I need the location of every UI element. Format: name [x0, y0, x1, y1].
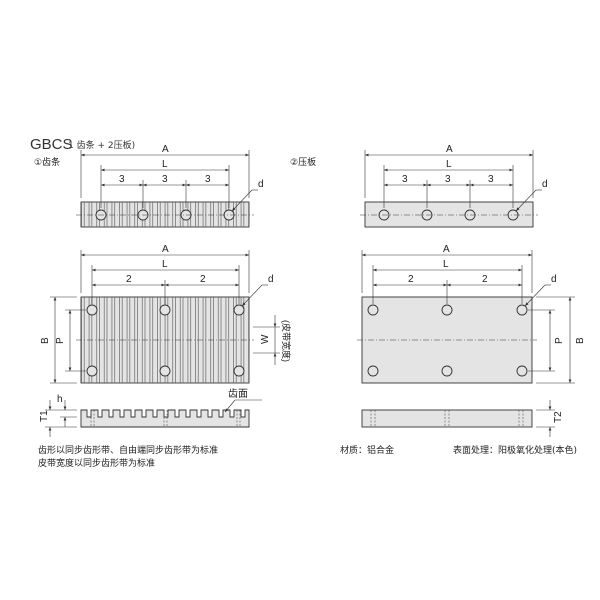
- clamp-plan-view: [357, 296, 537, 384]
- rack-top-pitch-label: 3: [162, 174, 168, 185]
- clamp-plan-holes: [367, 304, 528, 377]
- clamp-top-l-label: L: [446, 159, 452, 170]
- rack-top-d-label: d: [258, 179, 264, 190]
- rack-plan-a-label: A: [162, 244, 169, 255]
- clamp-top-pitch-label: 3: [488, 174, 494, 185]
- rack-side-view: [80, 409, 250, 428]
- product-code: GBCS: [30, 136, 73, 153]
- rack-plan-w-label: W: [260, 334, 271, 344]
- clamp-plan-pitch-label: 2: [408, 274, 414, 285]
- clamp-plan-b-label: B: [575, 337, 586, 344]
- clamp-top-a-label: A: [446, 144, 453, 155]
- clamp-plan-l-label: L: [443, 259, 449, 270]
- rack-plan-holes: [86, 304, 245, 377]
- rack-plan-pitch-label: 2: [126, 274, 132, 285]
- note-tooth-profile: 齿形以同步齿形带、自由端同步齿形带为标准: [38, 446, 219, 456]
- tooth-face-label: 齿面: [228, 388, 248, 400]
- product-subtitle: 1 齿条 + 2压板): [68, 141, 136, 151]
- clamp-top-holes: [378, 209, 519, 221]
- clamp-label: ②压板: [290, 158, 317, 168]
- clamp-plan-dims: [361, 250, 575, 384]
- clamp-top-pitch-label: 3: [402, 174, 408, 185]
- clamp-plan-pitch-label: 2: [482, 274, 488, 285]
- rack-side-h-label: h: [57, 394, 63, 405]
- rack-top-pitch-label: 3: [205, 174, 211, 185]
- clamp-plan-p-label: P: [554, 337, 565, 344]
- material-spec: 材质：铝合金: [340, 446, 395, 456]
- rack-top-pitch-label: 3: [119, 174, 125, 185]
- rack-top-dim-a: [80, 150, 258, 212]
- clamp-plan-a-label: A: [443, 244, 450, 255]
- clamp-side-t2-label: T2: [553, 411, 564, 423]
- rack-top-a-label: A: [162, 144, 169, 155]
- rack-top-view: [76, 201, 254, 228]
- rack-top-l-label: L: [162, 159, 168, 170]
- rack-label: ①齿条: [34, 158, 61, 168]
- rack-plan-l-label: L: [162, 259, 168, 270]
- clamp-top-pitch-label: 3: [445, 174, 451, 185]
- clamp-top-dims: [364, 150, 542, 212]
- rack-side-t1-label: T1: [39, 410, 50, 422]
- rack-plan-view: [76, 296, 254, 384]
- rack-side-dims: [45, 399, 262, 437]
- note-belt-width: 皮带宽度以同步齿形带为标准: [38, 459, 156, 469]
- rack-plan-p-label: P: [55, 337, 66, 344]
- clamp-plan-d-label: d: [551, 274, 557, 285]
- rack-plan-b-label: B: [40, 337, 51, 344]
- clamp-top-view: [360, 201, 538, 228]
- surface-treatment-spec: 表面处理：阳极氧化处理(本色): [453, 446, 578, 456]
- clamp-side-view: [361, 409, 533, 428]
- rack-plan-pitch-label: 2: [200, 274, 206, 285]
- rack-plan-dims: [50, 250, 280, 384]
- clamp-side-dims: [536, 400, 555, 437]
- belt-width-label: (皮带宽度): [281, 320, 292, 362]
- clamp-top-d-label: d: [542, 179, 548, 190]
- rack-plan-d-label: d: [268, 274, 274, 285]
